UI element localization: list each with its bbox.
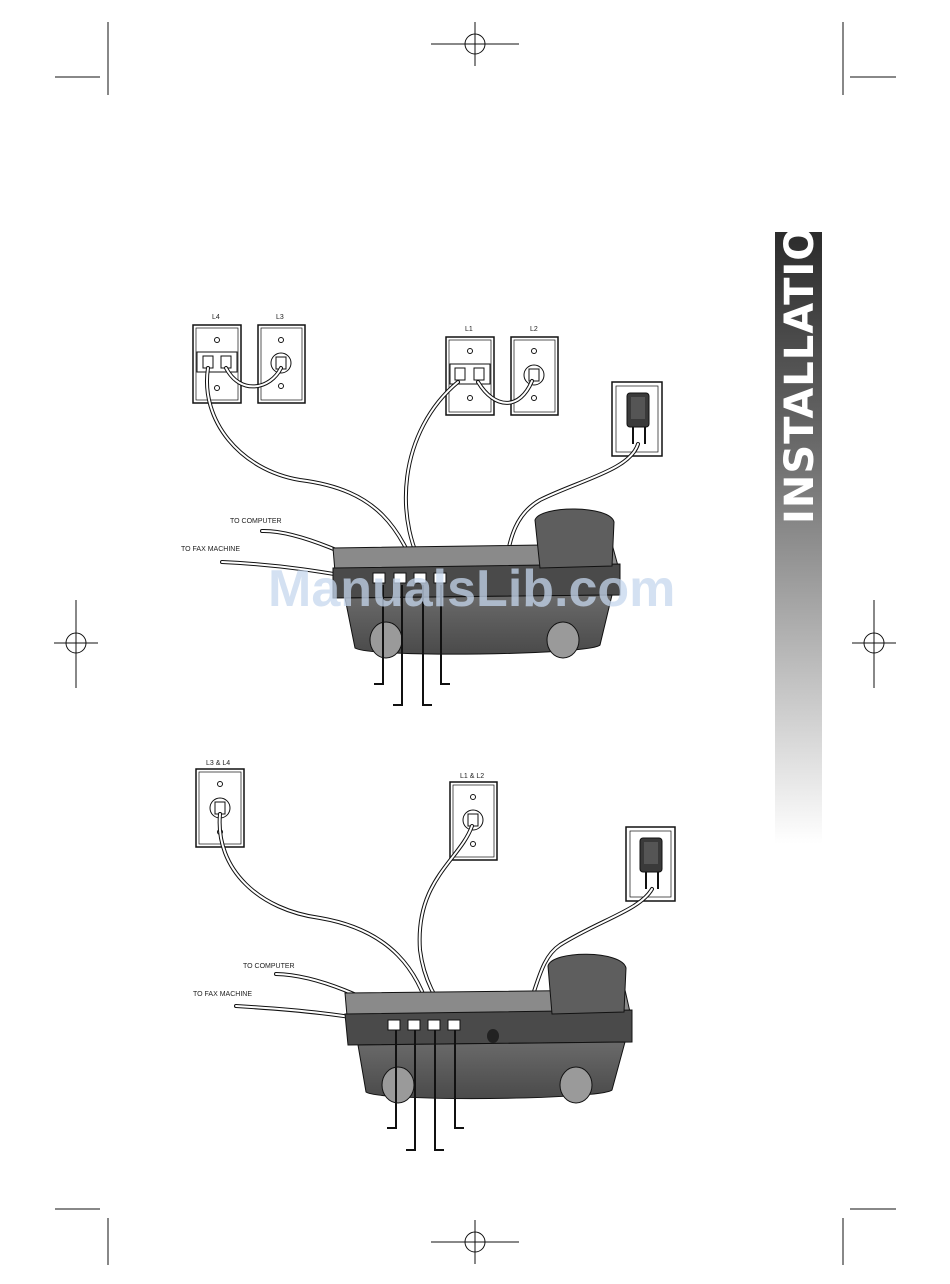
side-tab-label: INSTALLATION [777, 191, 823, 524]
watermark: ManualsLib.com [268, 560, 675, 618]
wall-jack-l1 [446, 337, 494, 415]
registration-mark-top [431, 22, 519, 66]
label-to-fax-top: TO FAX MACHINE [181, 546, 240, 553]
wall-jack-l4 [193, 325, 241, 403]
label-to-fax-bottom: TO FAX MACHINE [193, 991, 252, 998]
jack-label-l2: L2 [530, 326, 538, 333]
wall-jack-l2 [511, 337, 558, 415]
phone-base-bottom [345, 954, 632, 1103]
diagram-bottom: L3 & L4 L1 & L2 [193, 760, 675, 1150]
registration-mark-right [852, 600, 896, 688]
label-to-computer-bottom: TO COMPUTER [243, 963, 295, 970]
jack-label-l4: L4 [212, 314, 220, 321]
label-to-computer-top: TO COMPUTER [230, 518, 282, 525]
jack-label-l3-l4: L3 & L4 [206, 760, 230, 767]
registration-mark-bottom [431, 1220, 519, 1264]
wall-jack-l3 [258, 325, 305, 403]
jack-label-l3: L3 [276, 314, 284, 321]
registration-mark-left [54, 600, 98, 688]
jack-label-l1: L1 [465, 326, 473, 333]
diagram-top: L4 L3 L1 L2 [181, 314, 662, 705]
jack-label-l1-l2: L1 & L2 [460, 773, 484, 780]
